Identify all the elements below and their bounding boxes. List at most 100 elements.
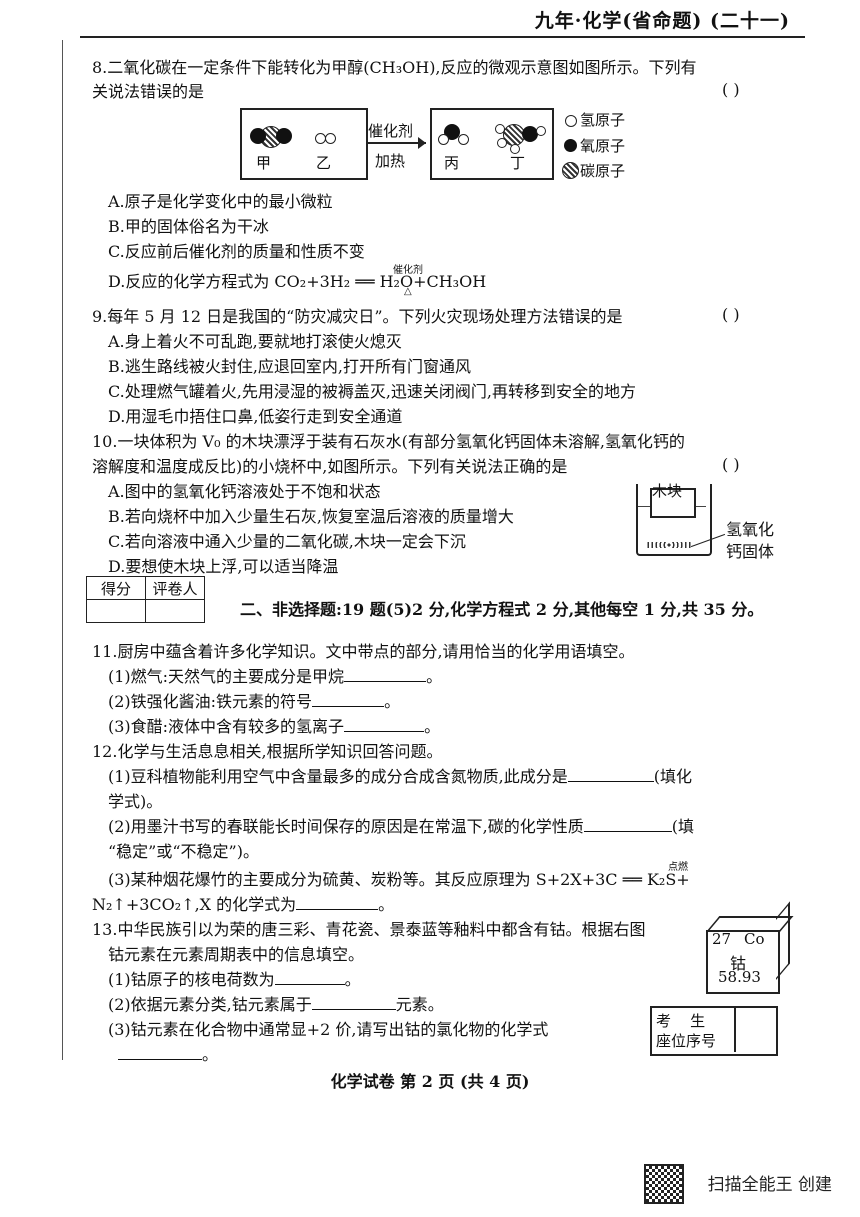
q12-blank-1[interactable] (567, 765, 654, 782)
hydrogen-atom-icon (458, 134, 469, 145)
grader-header: 评卷人 (145, 576, 205, 600)
q13-stem-1: 13.中华民族引以为荣的唐三彩、青花瓷、景泰蓝等釉料中都含有钴。根据右图 (92, 920, 646, 939)
section-2-heading: 二、非选择题:19 题(5)2 分,化学方程式 2 分,其他每空 1 分,共 3… (240, 600, 764, 619)
q13-item-3-blank-line: 。 (118, 1043, 218, 1067)
wood-block-label: 木块 (652, 482, 683, 500)
qr-code-icon (644, 1164, 684, 1204)
solid-label-1: 氢氧化 (726, 520, 775, 539)
legend-oxygen: 氧原子 (580, 137, 626, 155)
element-symbol: Co (744, 930, 765, 948)
seat-label-2: 座位序号 (656, 1032, 717, 1050)
seat-box-divider (734, 1006, 736, 1052)
hydrogen-atom-icon (325, 133, 336, 144)
q13-item-2: (2)依据元素分类,钴元素属于元素。 (108, 993, 444, 1014)
hydrogen-atom-icon (536, 126, 546, 136)
solid-label-2: 钙固体 (726, 542, 775, 561)
score-header: 得分 (86, 576, 146, 600)
q11-item-2: (2)铁强化酱油:铁元素的符号。 (108, 690, 401, 711)
element-card-box (706, 930, 780, 994)
oxygen-atom-icon (250, 128, 266, 144)
q9-answer-paren: ( ) (722, 305, 740, 324)
hydrogen-atom-icon (497, 138, 507, 148)
oxygen-atom-icon (276, 128, 292, 144)
q11-stem: 11.厨房中蕴含着许多化学知识。文中带点的部分,请用恰当的化学用语填空。 (92, 642, 635, 661)
hydrogen-legend-icon (565, 115, 577, 127)
q12-item-1: (1)豆科植物能利用空气中含量最多的成分合成含氮物质,此成分是(填化 (108, 765, 693, 786)
margin-rule (62, 40, 63, 1060)
hydrogen-atom-icon (495, 124, 505, 134)
q8-option-a: A.原子是化学变化中的最小微粒 (108, 192, 333, 211)
arrow-head-icon (418, 137, 426, 149)
q13-blank-3[interactable] (118, 1043, 202, 1060)
q13-item-1: (1)钴原子的核电荷数为。 (108, 968, 361, 989)
element-card-side (776, 901, 790, 980)
q13-blank-1[interactable] (274, 968, 345, 985)
seat-label-1: 考 生 (656, 1012, 706, 1030)
q12-item-3: (3)某种烟花爆竹的主要成分为硫黄、炭粉等。其反应原理为 S+2X+3C ══ … (108, 870, 690, 889)
header-rule (80, 36, 805, 38)
q10-option-d: D.要想使木块上浮,可以适当降温 (108, 557, 339, 576)
q12-stem: 12.化学与生活息息相关,根据所学知识回答问题。 (92, 742, 443, 761)
q10-option-a: A.图中的氢氧化钙溶液处于不饱和状态 (108, 482, 381, 501)
legend-hydrogen: 氢原子 (580, 111, 626, 129)
wood-block-icon (650, 488, 696, 518)
arrow-top-label: 催化剂 (368, 122, 414, 140)
carbon-legend-icon (562, 162, 579, 179)
q11-blank-1[interactable] (344, 665, 427, 682)
q9-option-b: B.逃生路线被火封住,应退回室内,打开所有门窗通风 (108, 357, 472, 376)
q9-option-c: C.处理燃气罐着火,先用浸湿的被褥盖灭,迅速关闭阀门,再转移到安全的地方 (108, 382, 637, 401)
q8-option-d: D.反应的化学方程式为 CO₂+3H₂ ══ H₂O+CH₃OH (108, 272, 487, 291)
arrow-bottom-label: 加热 (375, 152, 406, 170)
q9-option-a: A.身上着火不可乱跑,要就地打滚使火熄灭 (108, 332, 402, 351)
q12-item-2: (2)用墨汁书写的春联能长时间保存的原因是在常温下,碳的化学性质(填 (108, 815, 695, 836)
seat-number-field[interactable] (737, 1008, 772, 1050)
q11-item-3: (3)食醋:液体中含有较多的氢离子。 (108, 715, 441, 736)
oxygen-legend-icon (564, 139, 577, 152)
q8-eq-condition-bottom: △ (404, 286, 412, 297)
q10-stem-1: 10.一块体积为 V₀ 的木块漂浮于装有石灰水(有部分氢氧化钙固体未溶解,氢氧化… (92, 432, 685, 451)
page-header: 九年·化学(省命题) (二十一) (534, 10, 790, 32)
q8-stem-1: 8.二氧化碳在一定条件下能转化为甲醇(CH₃OH),反应的微观示意图如图所示。下… (92, 58, 697, 77)
score-cell[interactable] (86, 599, 146, 623)
q10-option-c: C.若向溶液中通入少量的二氧化碳,木块一定会下沉 (108, 532, 466, 551)
atomic-number: 27 (712, 930, 732, 948)
seat-box-outline (650, 1006, 778, 1056)
q11-blank-2[interactable] (312, 690, 385, 707)
q8-eq-condition-top: 催化剂 (393, 265, 423, 276)
q8-option-b: B.甲的固体俗名为干冰 (108, 217, 269, 236)
grader-cell[interactable] (145, 599, 205, 623)
hydrogen-atom-icon (510, 144, 520, 154)
product-box (430, 108, 554, 180)
q12-item-2-tail: “稳定”或“不稳定”)。 (108, 842, 259, 861)
label-yi: 乙 (316, 154, 332, 172)
q9-option-d: D.用湿毛巾捂住口鼻,低姿行走到安全通道 (108, 407, 403, 426)
label-bing: 丙 (444, 154, 460, 172)
q12-blank-2[interactable] (583, 815, 672, 832)
atomic-mass: 58.93 (718, 968, 761, 986)
q10-stem-2: 溶解度和温度成反比)的小烧杯中,如图所示。下列有关说法正确的是 (92, 457, 568, 476)
solid-sediment (646, 542, 692, 548)
oxygen-atom-icon (522, 126, 538, 142)
q8-option-c: C.反应前后催化剂的质量和性质不变 (108, 242, 365, 261)
hydrogen-atom-icon (438, 134, 449, 145)
q12-item-1-tail: 学式)。 (108, 792, 163, 811)
q12-item-3-tail: N₂↑+3CO₂↑,X 的化学式为。 (92, 893, 395, 914)
q12-blank-3[interactable] (296, 893, 379, 910)
beaker-icon (636, 484, 712, 556)
scanner-watermark: 扫描全能王 创建 (707, 1175, 832, 1195)
q10-answer-paren: ( ) (722, 455, 740, 474)
reaction-arrow (366, 142, 426, 144)
q13-stem-2: 钴元素在元素周期表中的信息填空。 (108, 945, 365, 964)
q8-answer-paren: ( ) (722, 80, 740, 99)
q10-option-b: B.若向烧杯中加入少量生石灰,恢复室温后溶液的质量增大 (108, 507, 514, 526)
element-name: 钴 (730, 954, 747, 973)
q13-blank-2[interactable] (311, 993, 396, 1010)
score-table: 得分评卷人 (86, 576, 205, 623)
q9-stem: 9.每年 5 月 12 日是我国的“防灾减灾日”。下列火灾现场处理方法错误的是 (92, 307, 623, 326)
label-jia: 甲 (256, 154, 272, 172)
label-ding: 丁 (510, 154, 526, 172)
q11-item-1: (1)燃气:天然气的主要成分是甲烷。 (108, 665, 443, 686)
q11-blank-3[interactable] (344, 715, 425, 732)
page-footer: 化学试卷 第 2 页 (共 4 页) (330, 1072, 530, 1091)
